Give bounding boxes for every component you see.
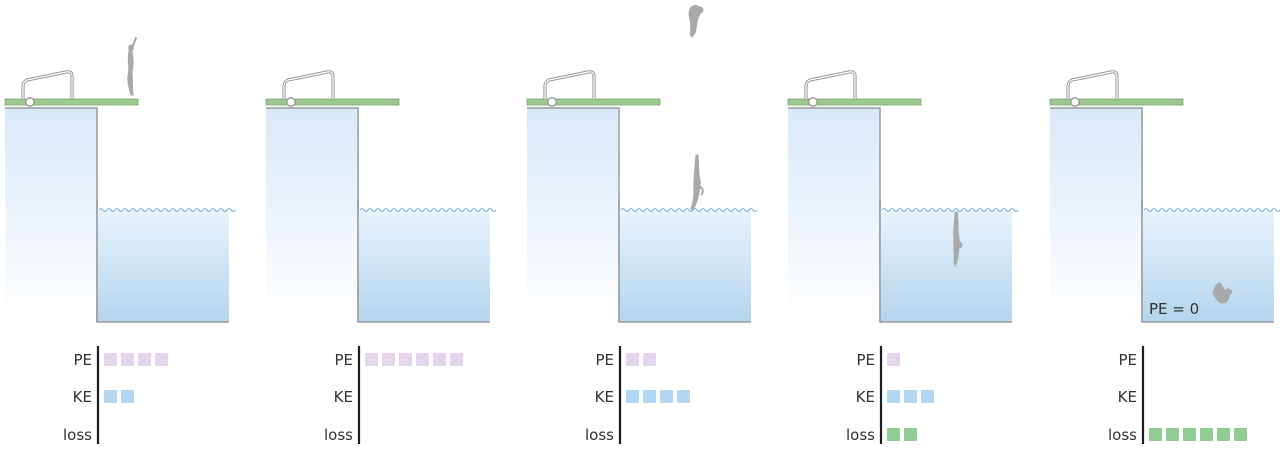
railing-inner — [22, 71, 73, 99]
loss-unit — [1166, 428, 1179, 441]
diving-board — [1049, 98, 1184, 106]
ke-unit — [643, 390, 656, 403]
loss-label: loss — [846, 426, 875, 444]
loss-unit — [1183, 428, 1196, 441]
pool-water — [358, 210, 490, 322]
panel-5: PE KE loss — [1049, 70, 1280, 444]
pe-unit — [626, 353, 639, 366]
water-surface — [620, 207, 758, 213]
pe-label: PE — [856, 351, 875, 369]
pool-outline — [1141, 200, 1274, 323]
pool-water — [97, 210, 229, 322]
diver-arm — [131, 37, 137, 49]
loss-label: loss — [324, 426, 353, 444]
panel-3: PE KE loss — [526, 70, 758, 444]
board-hinge — [1070, 97, 1080, 107]
tower — [266, 108, 358, 322]
loss-unit — [1200, 428, 1213, 441]
diver-body — [690, 154, 701, 211]
pool-outline — [618, 200, 751, 323]
ke-unit — [921, 390, 934, 403]
tower — [1050, 108, 1142, 322]
diver-body — [127, 50, 134, 96]
diving-board — [4, 98, 139, 106]
panel-2: PE KE loss — [265, 5, 704, 444]
ke-label: KE — [856, 388, 875, 406]
pe-unit — [155, 353, 168, 366]
tower — [5, 108, 97, 322]
pe-unit — [399, 353, 412, 366]
ke-label: KE — [1118, 388, 1137, 406]
pool-water — [880, 210, 1012, 322]
pe-unit — [450, 353, 463, 366]
pe-label: PE — [334, 351, 353, 369]
loss-label: loss — [63, 426, 92, 444]
railing-inner — [805, 71, 856, 99]
water-surface — [1143, 207, 1280, 213]
panel-1: PE KE loss — [4, 37, 236, 444]
pe-label: PE — [595, 351, 614, 369]
pe-unit — [104, 353, 117, 366]
pe-label: PE — [1118, 351, 1137, 369]
diver-head — [955, 241, 963, 249]
railing-inner — [544, 71, 595, 99]
pe-unit — [887, 353, 900, 366]
pool-water — [619, 210, 751, 322]
pe-zero-annotation: PE = 0 — [1149, 300, 1199, 318]
diver-head — [1225, 288, 1233, 296]
pe-unit — [138, 353, 151, 366]
railing-inner — [1067, 71, 1118, 99]
pe-unit — [643, 353, 656, 366]
loss-unit — [1234, 428, 1247, 441]
diver-body — [688, 5, 702, 38]
ke-unit — [626, 390, 639, 403]
water-surface — [881, 207, 1019, 213]
board-hinge — [547, 97, 557, 107]
ke-label: KE — [334, 388, 353, 406]
loss-unit — [887, 428, 900, 441]
board-hinge — [808, 97, 818, 107]
loss-unit — [904, 428, 917, 441]
diving-board — [787, 98, 922, 106]
board-hinge — [286, 97, 296, 107]
pool-outline — [357, 200, 490, 323]
ke-label: KE — [73, 388, 92, 406]
ke-unit — [677, 390, 690, 403]
loss-unit — [1217, 428, 1230, 441]
pe-unit — [121, 353, 134, 366]
loss-label: loss — [585, 426, 614, 444]
pool-outline — [96, 200, 229, 323]
ke-unit — [121, 390, 134, 403]
board-hinge — [25, 97, 35, 107]
ke-unit — [104, 390, 117, 403]
panel-4: PE KE loss — [787, 70, 1019, 444]
diver-leg — [698, 185, 704, 196]
ke-unit — [887, 390, 900, 403]
water-surface — [359, 207, 497, 213]
loss-label: loss — [1108, 426, 1137, 444]
tower — [788, 108, 880, 322]
diving-board — [265, 98, 400, 106]
loss-unit — [1149, 428, 1162, 441]
ke-unit — [904, 390, 917, 403]
pool-outline — [879, 200, 1012, 323]
diving-board — [526, 98, 661, 106]
pe-unit — [433, 353, 446, 366]
tower — [527, 108, 619, 322]
railing-inner — [283, 71, 334, 99]
diver-body — [953, 211, 960, 268]
pe-label: PE — [73, 351, 92, 369]
ke-label: KE — [595, 388, 614, 406]
water-surface — [98, 207, 236, 213]
pe-unit — [365, 353, 378, 366]
pe-unit — [416, 353, 429, 366]
pe-unit — [382, 353, 395, 366]
pool-water — [1142, 210, 1274, 322]
ke-unit — [660, 390, 673, 403]
